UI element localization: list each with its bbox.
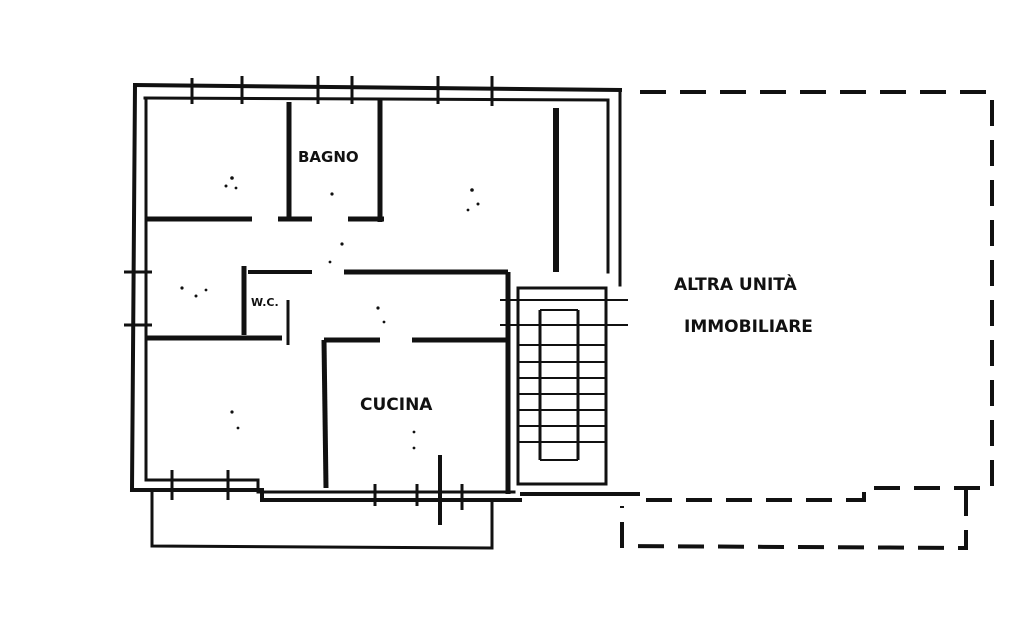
label-wc: W.C.: [251, 296, 279, 309]
balcony-outline: [150, 488, 494, 550]
other-unit-dashed-boundary: [620, 90, 994, 551]
label-other-unit-line2: IMMOBILIARE: [684, 317, 813, 337]
label-other-unit-line1: ALTRA UNITÀ: [674, 273, 798, 295]
room-markers: [180, 176, 480, 450]
window-ticks: [124, 76, 494, 510]
interior-walls: [146, 100, 559, 525]
label-bagno: BAGNO: [298, 148, 359, 166]
staircase: [500, 286, 640, 496]
exterior-walls: [129, 82, 623, 502]
label-cucina: CUCINA: [360, 395, 433, 415]
